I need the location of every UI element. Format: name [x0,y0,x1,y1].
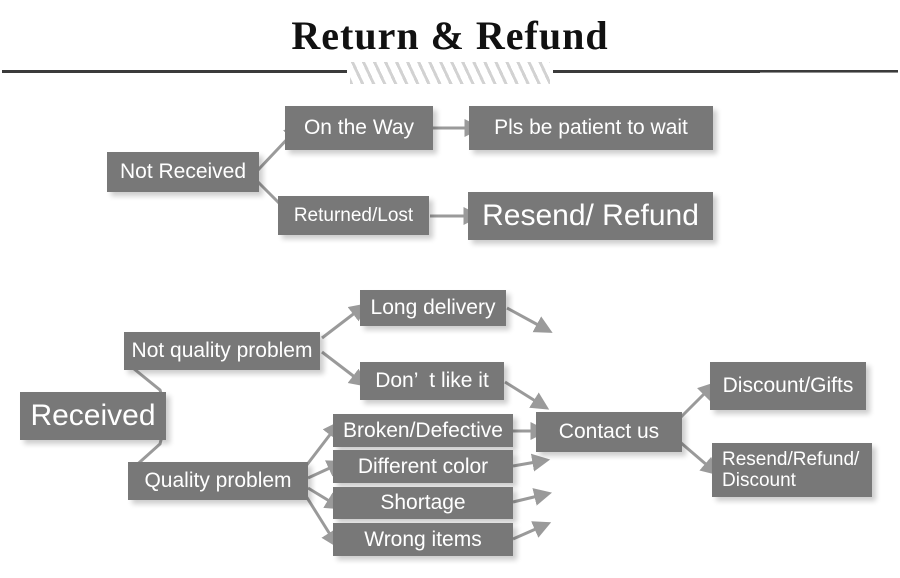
divider-rule-left [2,70,347,73]
header-divider [0,62,900,84]
node-received[interactable]: Received [20,392,166,440]
node-broken-defective[interactable]: Broken/Defective [333,414,513,447]
arrow-wrong-items-to-contact [512,521,552,541]
page-title: Return & Refund [291,13,609,58]
node-pls-be-patient-to-wait[interactable]: Pls be patient to wait [469,106,713,150]
node-different-color[interactable]: Different color [333,450,513,483]
arrow-quality-to-wrong-items [304,495,339,549]
node-returned-lost[interactable]: Returned/Lost [278,196,429,235]
node-resend-refund-discount[interactable]: Resend/Refund/ Discount [712,443,872,497]
node-contact-us[interactable]: Contact us [536,412,682,452]
arrow-different-color-to-contact [512,453,551,472]
node-shortage[interactable]: Shortage [333,487,513,519]
divider-rule-right [553,70,898,73]
node-long-delivery[interactable]: Long delivery [360,290,506,326]
node-discount-gifts[interactable]: Discount/Gifts [710,362,866,410]
diagonal-hatch-icon [350,62,550,84]
node-quality-problem[interactable]: Quality problem [128,462,308,500]
node-dont-like-it[interactable]: Don’ t like it [360,362,504,400]
arrow-quality-to-broken [304,420,341,467]
node-not-received[interactable]: Not Received [107,152,259,192]
arrow-shortage-to-contact [512,488,553,506]
node-resend-refund[interactable]: Resend/ Refund [468,192,713,240]
arrow-long-delivery-to-contact [506,306,553,333]
arrow-contact-to-resend-refund-discount [679,440,719,476]
node-on-the-way[interactable]: On the Way [285,106,433,150]
arrow-not-quality-to-long-delivery [321,303,368,340]
arrow-dont-like-to-contact [504,380,550,410]
arrow-not-quality-to-dont-like [321,350,368,387]
node-not-quality-problem[interactable]: Not quality problem [124,332,320,370]
divider-rule-thin-right [760,72,898,73]
node-wrong-items[interactable]: Wrong items [333,523,513,556]
arrow-quality-to-different-color [307,460,346,480]
arrow-contact-to-discount-gifts [678,381,717,420]
arrow-quality-to-shortage [307,486,344,510]
